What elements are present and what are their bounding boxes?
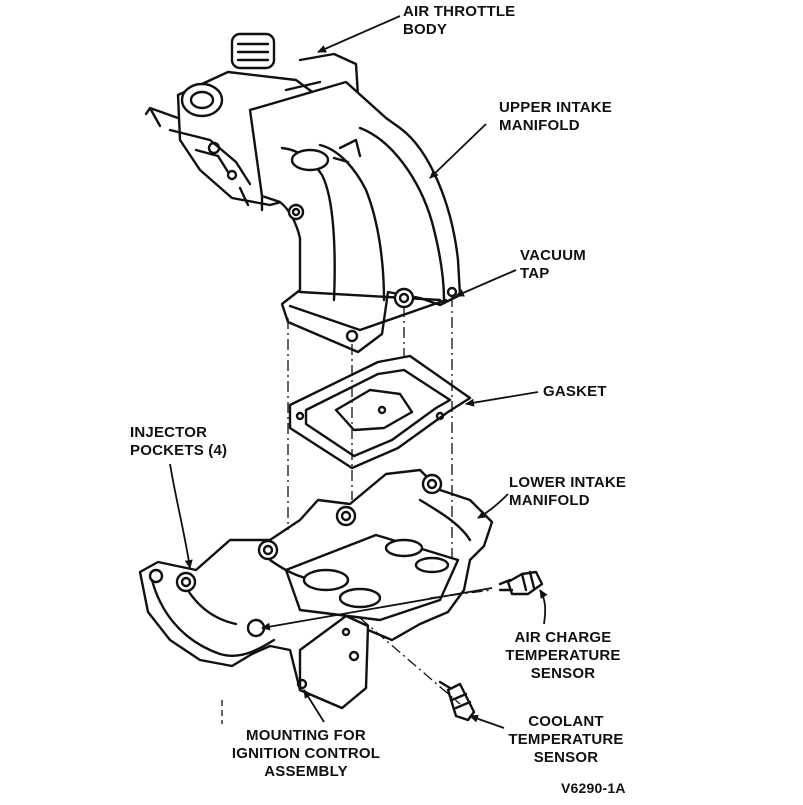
label-line: LOWER INTAKE xyxy=(509,474,627,491)
air-charge-sensor-part xyxy=(498,570,544,596)
label-line: SENSOR xyxy=(533,749,599,766)
upper-intake-manifold-part xyxy=(248,80,462,354)
label-line: VACUUM xyxy=(520,247,586,264)
label-line: TEMPERATURE xyxy=(508,731,624,748)
label-line: IGNITION CONTROL xyxy=(231,745,381,762)
label-line: GASKET xyxy=(543,383,607,400)
label-coolant-temperature-sensor: COOLANT TEMPERATURE SENSOR xyxy=(496,713,636,767)
label-gasket: GASKET xyxy=(543,383,607,401)
label-line: UPPER INTAKE xyxy=(499,99,612,116)
label-line: MANIFOLD xyxy=(509,492,590,509)
gasket-part xyxy=(288,354,472,470)
label-upper-intake-manifold: UPPER INTAKE MANIFOLD xyxy=(499,99,612,135)
label-lower-intake-manifold: LOWER INTAKE MANIFOLD xyxy=(509,474,626,510)
figure-code: V6290-1A xyxy=(561,780,626,796)
leader-lines xyxy=(169,15,548,729)
label-injector-pockets: INJECTOR POCKETS (4) xyxy=(130,424,227,460)
label-line: ASSEMBLY xyxy=(264,763,348,780)
label-line: AIR THROTTLE xyxy=(403,3,516,20)
label-line: SENSOR xyxy=(530,665,596,682)
label-vacuum-tap: VACUUM TAP xyxy=(520,247,586,283)
label-air-throttle-body: AIR THROTTLE BODY xyxy=(403,3,515,39)
lower-intake-manifold-part xyxy=(138,468,494,710)
label-line: AIR xyxy=(514,629,541,646)
label-air-charge-temperature-sensor: AIR CHARGE TEMPERATURE SENSOR xyxy=(488,629,638,683)
label-line: INJECTOR xyxy=(130,424,208,441)
label-line: POCKETS (4) xyxy=(130,442,228,459)
label-line: TEMPERATURE xyxy=(505,647,621,664)
label-line: TAP xyxy=(520,265,550,282)
label-line: MOUNTING FOR xyxy=(246,727,366,744)
label-line: CHARGE xyxy=(545,629,612,646)
label-mounting-ignition-control: MOUNTING FOR IGNITION CONTROL ASSEMBLY xyxy=(226,727,386,781)
label-line: BODY xyxy=(403,21,448,38)
label-line: MANIFOLD xyxy=(499,117,580,134)
label-line: COOLANT xyxy=(528,713,604,730)
